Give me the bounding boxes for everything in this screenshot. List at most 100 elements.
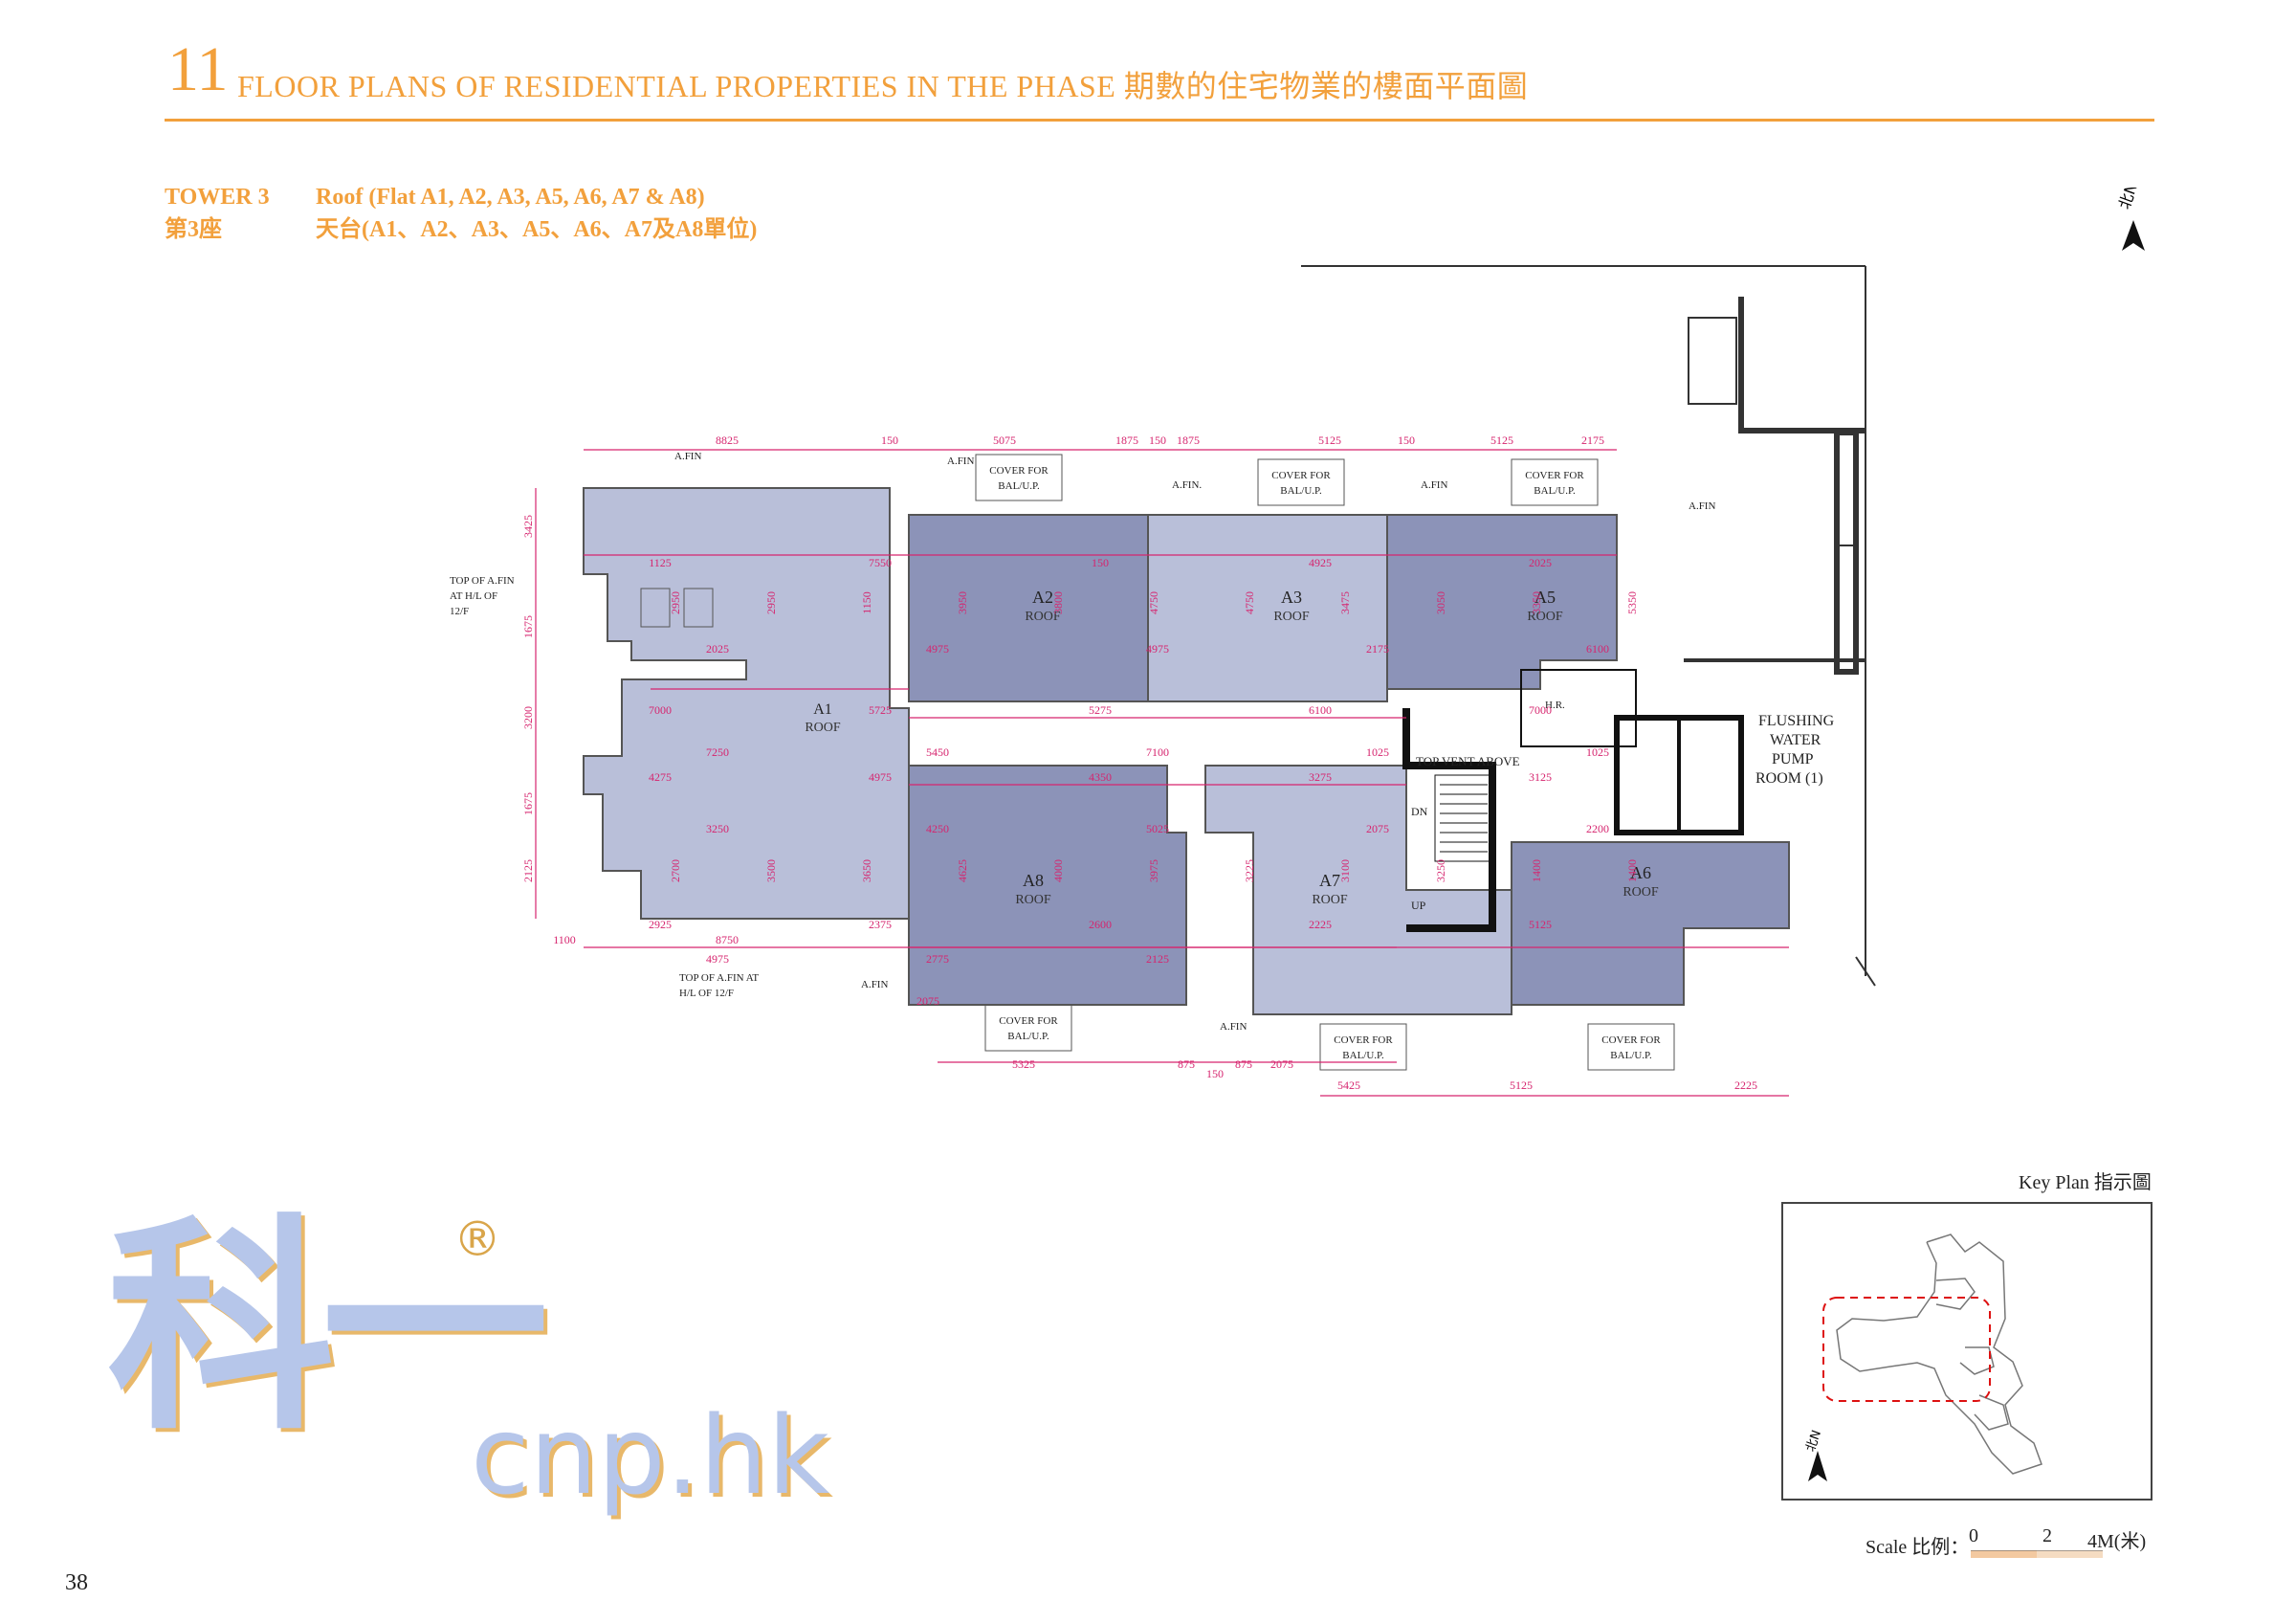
dim-inner: 4975 — [926, 642, 949, 656]
section-number: 11 — [167, 34, 229, 104]
dim-bottom: 5325 — [1012, 1057, 1035, 1071]
page-number: 38 — [65, 1570, 88, 1595]
scale-tick-0: 0 — [1969, 1525, 1978, 1546]
unit-a6-name: A6 — [1630, 863, 1651, 882]
dim-vertical: 3350 — [1530, 591, 1543, 614]
dim-inner: 5275 — [1089, 703, 1112, 717]
dim-left: 1675 — [521, 615, 535, 638]
top-afin-left-1: TOP OF A.FIN — [450, 575, 515, 587]
watermark-url: cnp.hk — [471, 1394, 830, 1519]
dim-inner: 3250 — [706, 822, 729, 835]
dim-inner: 7250 — [706, 745, 729, 759]
section-title: FLOOR PLANS OF RESIDENTIAL PROPERTIES IN… — [237, 69, 1529, 103]
svg-text:北N: 北N — [1803, 1429, 1824, 1454]
dim-inner: 2200 — [1586, 822, 1609, 835]
unit-a3-label: ROOF — [1273, 610, 1310, 624]
dim-inner: 4250 — [926, 822, 949, 835]
dim-inner: 7550 — [869, 556, 892, 569]
dim-inner: 7000 — [1529, 703, 1552, 717]
watermark-brand: 科一 — [107, 1196, 549, 1461]
dim-inner: 5725 — [869, 703, 892, 717]
dim-vertical: 3975 — [1147, 859, 1160, 882]
dim-inner: 2375 — [869, 918, 892, 931]
dim-inner: 4275 — [649, 770, 672, 784]
tower-label-zh: 第3座 — [165, 217, 222, 242]
dim-vertical: 3050 — [1434, 591, 1447, 614]
dim-vertical: 4750 — [1147, 591, 1160, 614]
dim-inner: 150 — [1092, 556, 1109, 569]
cover-note-5b: BAL/U.P. — [1342, 1050, 1384, 1061]
afin-note-3: A.FIN. — [1172, 479, 1202, 491]
dim-vertical: 1400 — [1530, 859, 1543, 882]
dim-bottom: 2075 — [1270, 1057, 1293, 1071]
unit-a2-label: ROOF — [1025, 610, 1061, 624]
floor-label-en: Roof (Flat A1, A2, A3, A5, A6, A7 & A8) — [316, 185, 705, 210]
dim-inner: 4925 — [1309, 556, 1332, 569]
north-arrow-icon: 北N — [2115, 188, 2145, 251]
dim-inner: 2125 — [1146, 952, 1169, 966]
header-divider — [165, 119, 2154, 122]
cover-note-6b: BAL/U.P. — [1610, 1050, 1652, 1061]
dim-vertical: 3225 — [1243, 859, 1256, 882]
cover-note-1a: COVER FOR — [989, 465, 1049, 477]
unit-a6: A6 ROOF — [1511, 841, 1790, 1006]
dim-top: 1875 — [1115, 434, 1138, 447]
unit-a8-name: A8 — [1023, 871, 1044, 890]
north-label: 北N — [2115, 188, 2141, 211]
dim-inner: 2025 — [1529, 556, 1552, 569]
afin-note-7: A.FIN — [1220, 1021, 1247, 1033]
dim-top: 5125 — [1318, 434, 1341, 447]
flushing-room-4: ROOM (1) — [1755, 770, 1823, 787]
cover-note-5a: COVER FOR — [1334, 1034, 1393, 1046]
scale-tick-2: 2 — [2042, 1525, 2052, 1546]
dim-top: 150 — [881, 434, 898, 447]
dim-bottom: 8750 — [716, 933, 739, 946]
key-plan-north-icon: 北N — [1803, 1429, 1827, 1481]
cover-note-3a: COVER FOR — [1525, 470, 1584, 481]
dim-vertical: 2950 — [764, 591, 778, 614]
cover-note-3b: BAL/U.P. — [1534, 485, 1576, 497]
dim-inner: 2925 — [649, 918, 672, 931]
stair-core — [1402, 669, 1744, 932]
dim-left: 1675 — [521, 792, 535, 815]
dim-vertical: 3100 — [1338, 859, 1352, 882]
dim-inner: 5125 — [1529, 918, 1552, 931]
dim-vertical: 2950 — [669, 591, 682, 614]
dim-vertical: 3475 — [1338, 591, 1352, 614]
dim-bottom: 5125 — [1510, 1078, 1533, 1092]
dim-inner: 1025 — [1586, 745, 1609, 759]
unit-a7: A7 ROOF — [1204, 765, 1512, 1015]
cover-note-4b: BAL/U.P. — [1007, 1031, 1049, 1042]
unit-a5-label: ROOF — [1527, 610, 1563, 624]
top-afin-left-2: AT H/L OF — [450, 590, 497, 602]
dim-top: 2175 — [1581, 434, 1604, 447]
flushing-room-3: PUMP — [1772, 751, 1814, 767]
unit-a1: A1 ROOF — [583, 487, 948, 920]
dim-inner: 2025 — [706, 642, 729, 656]
dim-top: 1875 — [1177, 434, 1200, 447]
flushing-room-2: WATER — [1770, 732, 1821, 748]
dim-vertical: 1400 — [1625, 859, 1639, 882]
key-plan-label: Key Plan 指示圖 — [2019, 1172, 2152, 1193]
top-afin-left-3: 12/F — [450, 606, 469, 617]
dim-top: 8825 — [716, 434, 739, 447]
dim-bottom: 2225 — [1734, 1078, 1757, 1092]
dim-left: 2125 — [521, 859, 535, 882]
unit-a1-name: A1 — [813, 701, 832, 718]
dim-vertical: 4000 — [1051, 859, 1065, 882]
dim-bottom: 5425 — [1337, 1078, 1360, 1092]
afin-note-4: A.FIN — [1421, 479, 1447, 491]
dim-vertical: 1150 — [860, 591, 873, 614]
cover-note-4a: COVER FOR — [999, 1015, 1058, 1027]
hr-label: H.R. — [1545, 700, 1565, 711]
unit-a2: A2 ROOF — [908, 514, 1149, 702]
unit-a7-label: ROOF — [1312, 893, 1348, 907]
dim-vertical: 5350 — [1625, 591, 1639, 614]
adjacent-structure — [1301, 265, 1876, 987]
dim-top: 150 — [1149, 434, 1166, 447]
afin-note-6: A.FIN — [861, 979, 888, 990]
dim-inner: 2175 — [1366, 642, 1389, 656]
dim-inner: 6100 — [1309, 703, 1332, 717]
unit-a3-name: A3 — [1281, 588, 1302, 607]
